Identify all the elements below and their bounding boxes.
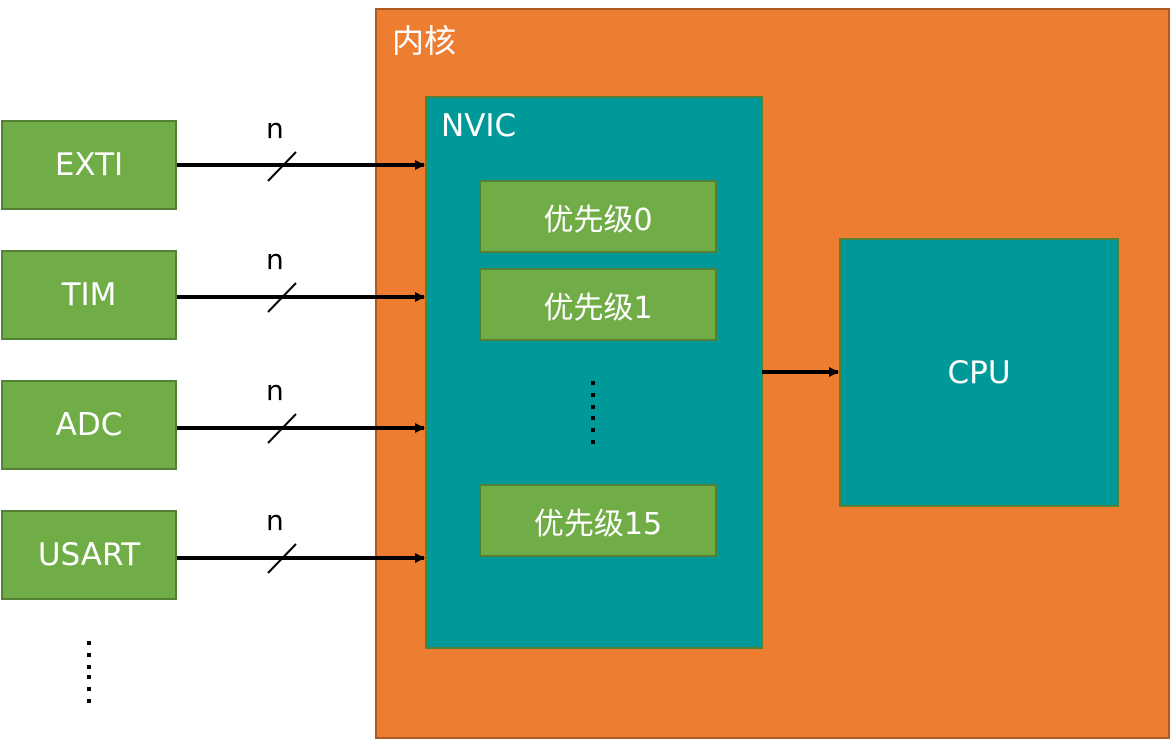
- source-ellipsis-dots: [87, 641, 91, 703]
- source-exti: EXTI: [1, 120, 177, 210]
- core-label: 内核: [392, 22, 457, 60]
- bus-slash-icon: [267, 543, 297, 574]
- bus-slash-icon: [267, 151, 297, 182]
- bus-slash-icon: [267, 413, 297, 444]
- bus-width-label-exti: n: [266, 112, 284, 145]
- bus-width-label-adc: n: [266, 374, 284, 407]
- source-adc: ADC: [1, 380, 177, 470]
- cpu-block: CPU: [839, 238, 1119, 507]
- source-tim: TIM: [1, 250, 177, 340]
- bus-width-label-usart: n: [266, 504, 284, 537]
- nvic-label: NVIC: [441, 108, 517, 144]
- source-usart: USART: [1, 510, 177, 600]
- priority-box-15: 优先级15: [479, 484, 717, 557]
- nvic-block: [425, 96, 763, 649]
- priority-box-1: 优先级1: [479, 268, 717, 341]
- bus-width-label-tim: n: [266, 243, 284, 276]
- bus-slash-icon: [267, 282, 297, 313]
- priority-box-0: 优先级0: [479, 180, 717, 253]
